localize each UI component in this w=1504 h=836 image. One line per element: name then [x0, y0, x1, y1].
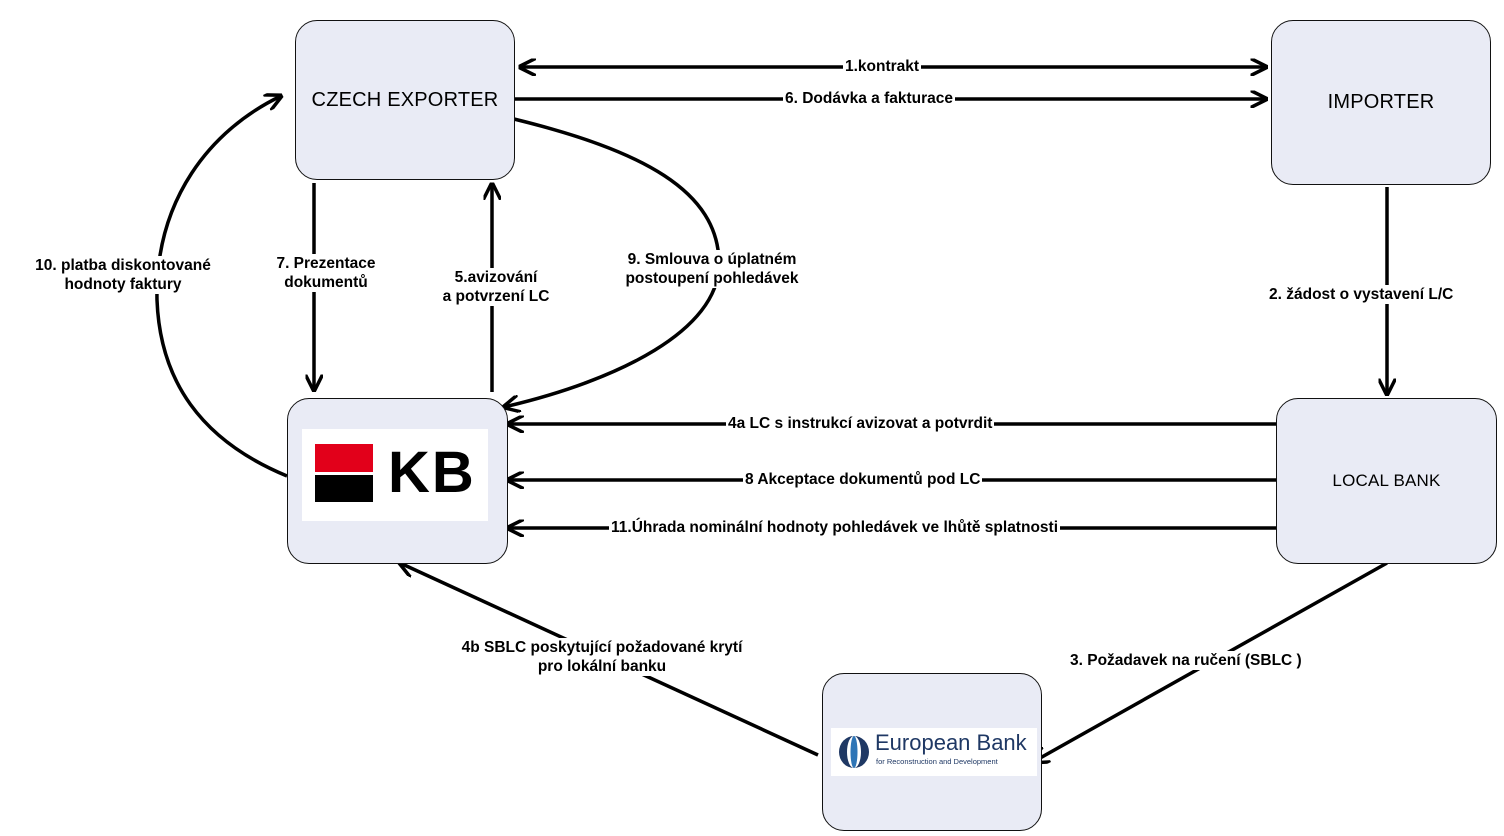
ebrd-name: European Bank: [875, 730, 1027, 755]
ebrd-subtitle: for Reconstruction and Development: [876, 757, 998, 766]
label-payment-line2: hodnoty faktury: [64, 275, 182, 294]
label-lc-request: 2. žádost o vystavení L/C: [1267, 285, 1456, 304]
label-advising: 5.avizování a potvrzení LC: [420, 268, 572, 306]
importer-node: IMPORTER: [1271, 20, 1491, 185]
label-4a: 4a LC s instrukcí avizovat a potvrdit: [726, 414, 995, 433]
kb-logo: KB: [302, 429, 488, 521]
label-presentation: 7. Prezentace dokumentů: [258, 254, 394, 292]
label-4b-line1: 4b SBLC poskytující požadované krytí: [461, 639, 743, 656]
local-bank-label: LOCAL BANK: [1332, 471, 1441, 490]
ebrd-globe-icon: [839, 736, 869, 768]
label-assignment-line1: 9. Smlouva o úplatném: [627, 250, 797, 269]
label-assignment-line2: postoupení pohledávek: [625, 269, 799, 288]
label-8: 8 Akceptace dokumentů pod LC: [743, 470, 983, 489]
kb-logo-mark-icon: [315, 444, 373, 502]
label-advising-line2: a potvrzení LC: [442, 287, 550, 306]
label-payment: 10. platba diskontované hodnoty faktury: [6, 256, 240, 294]
importer-label: IMPORTER: [1327, 91, 1435, 113]
kb-logo-text: KB: [388, 440, 476, 505]
arrow-payment: [155, 96, 288, 478]
czech-exporter-node: CZECH EXPORTER: [295, 20, 515, 180]
label-presentation-line2: dokumentů: [284, 273, 368, 292]
label-assignment: 9. Smlouva o úplatném postoupení pohledá…: [590, 250, 834, 288]
label-payment-line1: 10. platba diskontované: [35, 256, 211, 275]
label-4b-line2: pro lokální banku: [537, 658, 667, 675]
czech-exporter-label: CZECH EXPORTER: [311, 88, 499, 111]
local-bank-node: LOCAL BANK: [1276, 398, 1497, 564]
label-11: 11.Úhrada nominální hodnoty pohledávek v…: [609, 518, 1060, 537]
kb-bank-node: KB: [287, 398, 508, 564]
label-contract: 1.kontrakt: [843, 57, 922, 76]
label-advising-line1: 5.avizování: [454, 268, 538, 287]
label-sblc-request: 3. Požadavek na ručení (SBLC ): [1068, 651, 1304, 670]
label-4b: 4b SBLC poskytující požadované krytí pro…: [418, 638, 786, 676]
european-bank-node: European Bank for Reconstruction and Dev…: [822, 673, 1042, 831]
label-presentation-line1: 7. Prezentace: [276, 254, 376, 273]
label-delivery: 6. Dodávka a fakturace: [783, 89, 956, 108]
ebrd-logo: European Bank for Reconstruction and Dev…: [831, 728, 1037, 776]
